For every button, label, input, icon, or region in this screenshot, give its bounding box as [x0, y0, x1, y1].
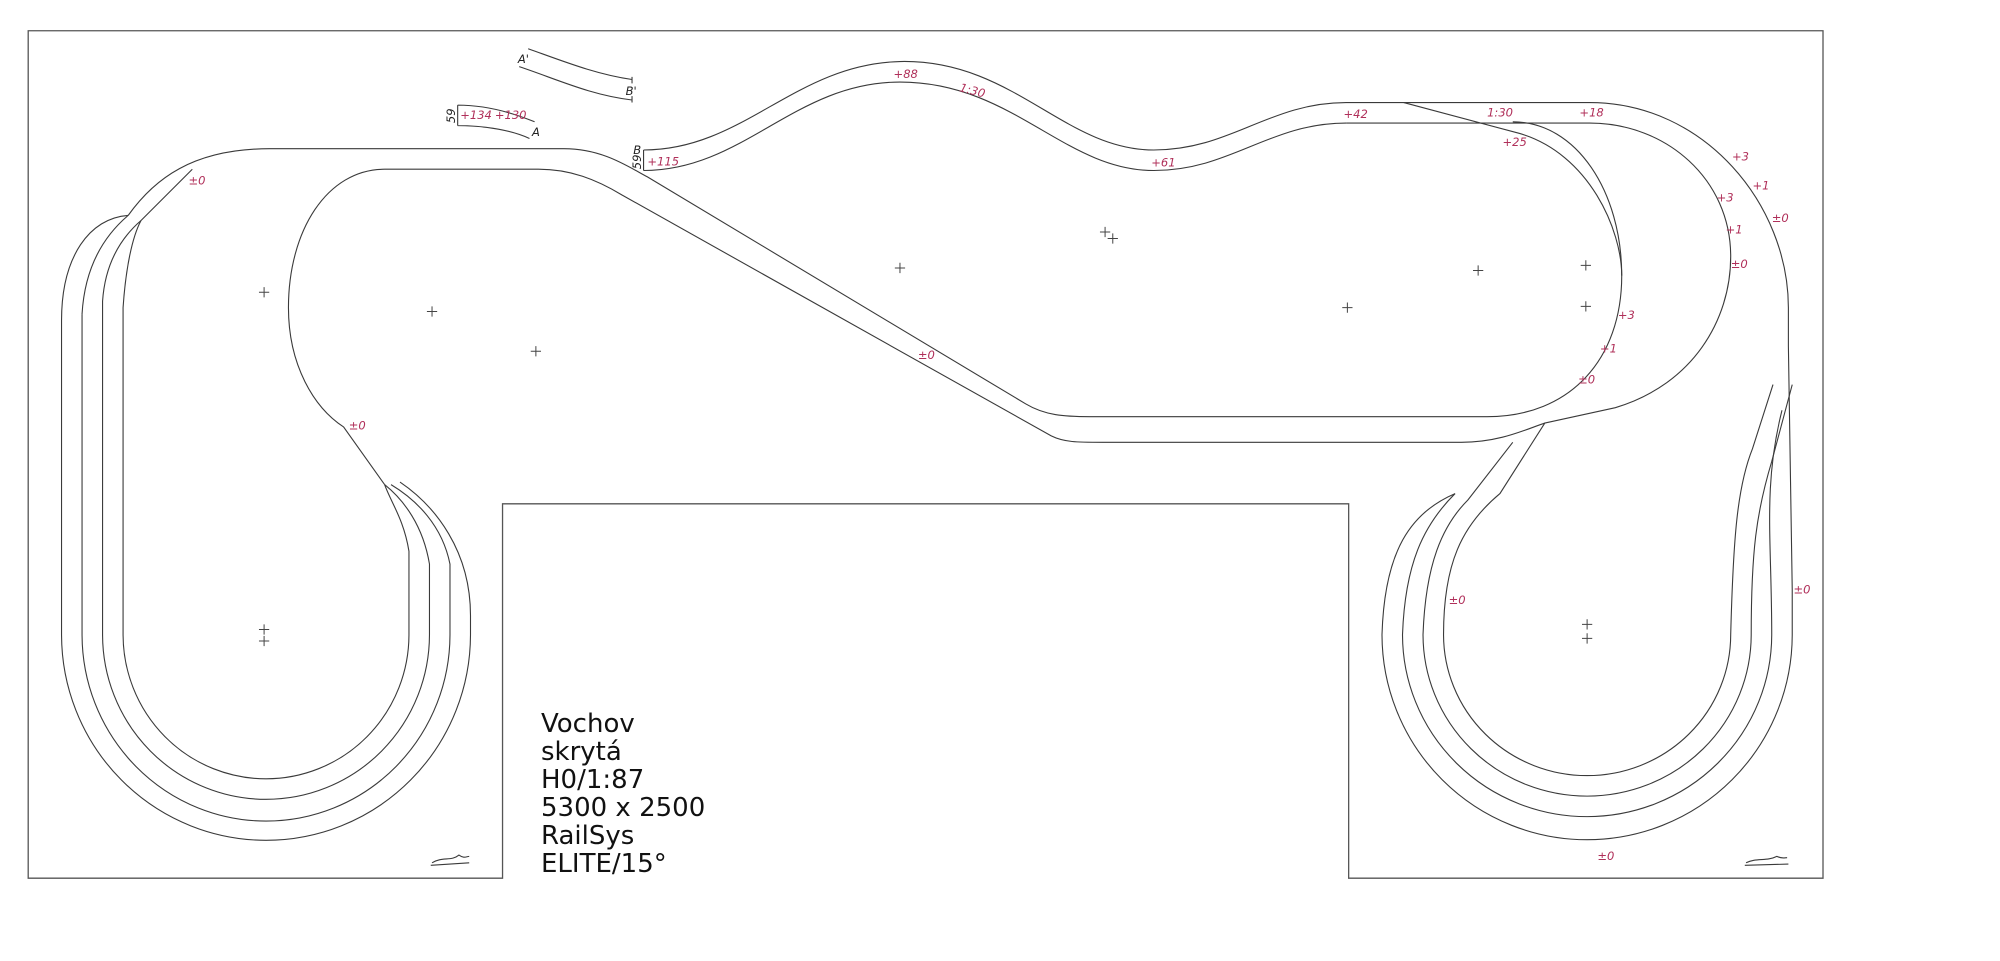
signature-left [431, 855, 469, 865]
title-line: skrytá [541, 737, 622, 767]
title-line: 5300 x 2500 [541, 793, 706, 823]
title-line: RailSys [541, 821, 635, 851]
upper-left-tracks [128, 122, 1731, 485]
height-label: +1 [1726, 222, 1743, 236]
title-line: H0/1:87 [541, 765, 645, 795]
height-label: ±0 [1794, 583, 1811, 597]
height-label: +134 [460, 108, 492, 122]
height-label: ±0 [1578, 372, 1595, 386]
height-label: ±0 [1449, 593, 1466, 607]
signature-right [1745, 856, 1789, 865]
height-label: +1 [1600, 342, 1617, 356]
marker-b-prime: B' [626, 84, 637, 98]
left-loop [62, 169, 471, 840]
title-line: ELITE/15° [541, 849, 667, 879]
height-label: ±0 [918, 348, 935, 362]
height-label: ±0 [1597, 849, 1614, 863]
height-label: +88 [894, 67, 918, 81]
hill-track [644, 61, 1793, 839]
height-label: ±0 [1772, 211, 1789, 225]
grade-label: 1:30 [1487, 106, 1513, 120]
width-mark-b: 59 [630, 155, 644, 170]
height-label: +130 [495, 108, 527, 122]
board-outline [28, 31, 1823, 878]
marker-a: A [531, 125, 540, 139]
height-label: +25 [1503, 135, 1527, 149]
height-label: +18 [1579, 106, 1603, 120]
grade-label: 1:30 [958, 80, 987, 100]
section-stubs [458, 49, 644, 171]
height-label: +3 [1717, 190, 1734, 204]
marker-b: B [633, 143, 641, 157]
width-mark: 59 [444, 108, 458, 123]
height-label: +61 [1151, 156, 1175, 170]
title-block: Vochov skrytá H0/1:87 5300 x 2500 RailSy… [541, 710, 705, 878]
height-label: ±0 [188, 174, 205, 188]
height-label: +3 [1618, 308, 1635, 322]
marker-a-prime: A' [517, 52, 529, 66]
centre-marks [258, 226, 1593, 647]
height-label: ±0 [1731, 257, 1748, 271]
height-label: +115 [647, 154, 679, 168]
height-label: ±0 [349, 418, 366, 432]
height-label: +3 [1732, 149, 1749, 163]
height-label: +1 [1752, 179, 1769, 193]
height-label: +42 [1344, 107, 1368, 121]
title-line: Vochov [541, 709, 635, 739]
